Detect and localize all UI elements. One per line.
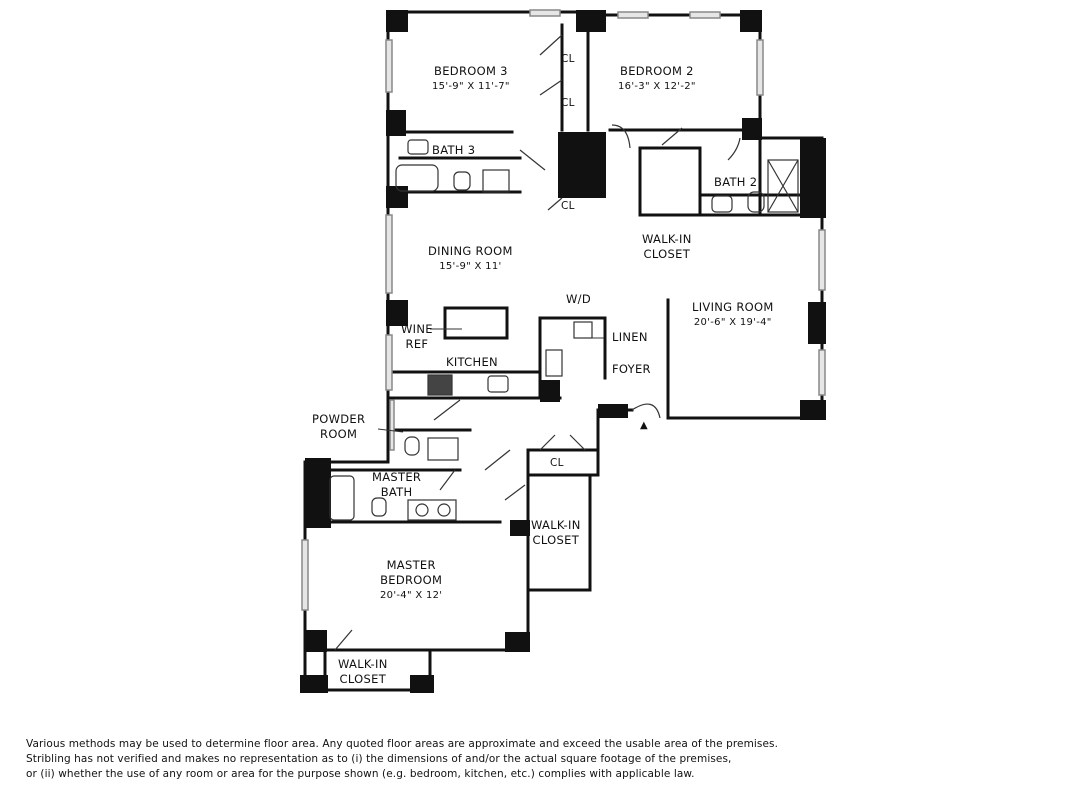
- master-bedroom-line2: BEDROOM: [380, 573, 443, 587]
- dining-room-dims: 15'-9" X 11': [439, 261, 502, 272]
- windows: [301, 9, 826, 611]
- bedroom-2-label: BEDROOM 2 16'-3" X 12'-2": [618, 64, 696, 94]
- disclaimer-line-2: Stribling has not verified and makes no …: [26, 753, 732, 765]
- wd-label: W/D: [566, 292, 592, 306]
- master-bath-line1: MASTER: [372, 470, 422, 484]
- wine-ref-label: WINE REF: [401, 322, 433, 352]
- master-bath-label: MASTER BATH: [372, 470, 421, 500]
- living-room-label: LIVING ROOM 20'-6" X 19'-4": [692, 300, 774, 330]
- walk-in-closet-3-line2: CLOSET: [339, 672, 387, 686]
- walk-in-closet-3-label: WALK-IN CLOSET: [338, 657, 388, 687]
- dining-room-label: DINING ROOM 15'-9" X 11': [428, 244, 513, 274]
- powder-room-label: POWDER ROOM: [312, 412, 365, 442]
- master-bedroom-dims: 20'-4" X 12': [380, 590, 443, 601]
- walk-in-closet-2-line2: CLOSET: [532, 533, 580, 547]
- bedroom-2-dims: 16'-3" X 12'-2": [618, 81, 696, 92]
- closet-label-4: CL: [550, 457, 564, 469]
- walk-in-closet-1-label: WALK-IN CLOSET: [642, 232, 692, 262]
- powder-room-line1: POWDER: [312, 412, 366, 426]
- kitchen-label: KITCHEN: [446, 355, 498, 369]
- master-bath-line2: BATH: [380, 485, 413, 499]
- disclaimer-line-1: Various methods may be used to determine…: [26, 738, 779, 750]
- linen-label: LINEN: [612, 330, 648, 344]
- entry-marker-icon: ▲: [640, 420, 648, 431]
- disclaimer-line-3: or (ii) whether the use of any room or a…: [26, 768, 695, 780]
- closet-label-2: CL: [561, 97, 575, 109]
- bedroom-3-name: BEDROOM 3: [434, 64, 508, 78]
- bath-2-label: BATH 2: [714, 175, 758, 189]
- closet-label-3: CL: [561, 200, 575, 212]
- floor-plan: [300, 9, 826, 693]
- living-room-dims: 20'-6" X 19'-4": [693, 317, 772, 328]
- foyer-label: FOYER: [612, 362, 651, 376]
- walk-in-closet-2-line1: WALK-IN: [531, 518, 581, 532]
- walk-in-closet-1-line2: CLOSET: [643, 247, 691, 261]
- powder-room-line2: ROOM: [320, 427, 358, 441]
- wall-fills: [300, 10, 826, 693]
- bedroom-2-name: BEDROOM 2: [620, 64, 694, 78]
- closet-label-1: CL: [561, 53, 575, 65]
- walk-in-closet-1-line1: WALK-IN: [642, 232, 692, 246]
- leader-lines: [377, 328, 604, 433]
- dining-room-name: DINING ROOM: [428, 244, 513, 258]
- doors: [334, 34, 741, 651]
- walk-in-closet-2-label: WALK-IN CLOSET: [531, 518, 581, 548]
- living-room-name: LIVING ROOM: [692, 300, 774, 314]
- master-bedroom-line1: MASTER: [386, 558, 436, 572]
- fixtures: [329, 139, 799, 521]
- bedroom-3-label: BEDROOM 3 15'-9" X 11'-7": [432, 64, 510, 94]
- bedroom-3-dims: 15'-9" X 11'-7": [432, 81, 510, 92]
- bath-3-label: BATH 3: [432, 143, 476, 157]
- master-bedroom-label: MASTER BEDROOM 20'-4" X 12': [380, 558, 442, 603]
- wine-ref-line1: WINE: [401, 322, 433, 336]
- disclaimer: Various methods may be used to determine…: [26, 737, 1056, 782]
- wine-ref-line2: REF: [405, 337, 429, 351]
- walk-in-closet-3-line1: WALK-IN: [338, 657, 388, 671]
